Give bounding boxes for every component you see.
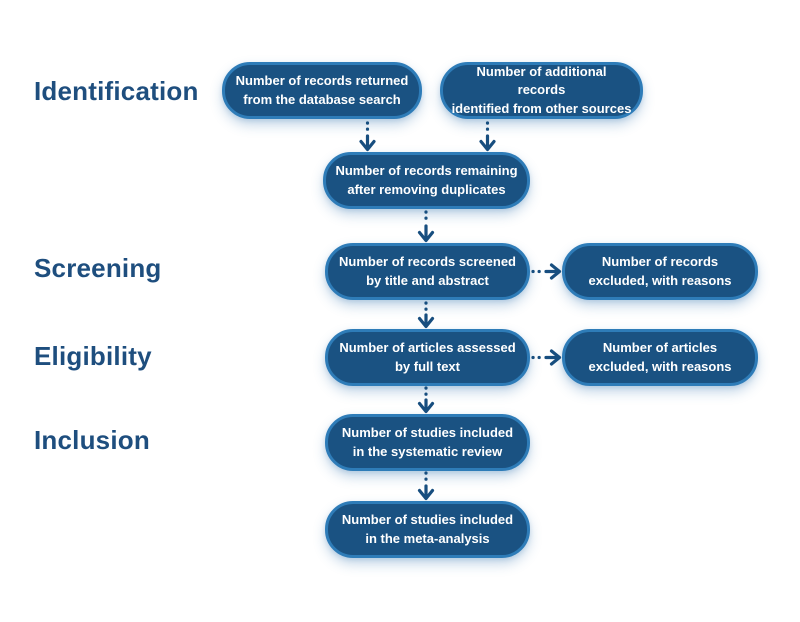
node-records-returned: Number of records returned from the data… (222, 62, 422, 119)
node-articles-assessed: Number of articles assessed by full text (325, 329, 530, 386)
node-studies-meta-analysis-text: Number of studies included in the meta-a… (341, 512, 514, 546)
arrow-articles-assessed-to-articles-excluded (531, 349, 562, 366)
arrow-studies-systematic-review-to-studies-meta-analysis (417, 471, 435, 501)
node-studies-systematic-review: Number of studies included in the system… (325, 414, 530, 471)
arrow-additional-records-to-remaining-duplicates (479, 121, 496, 152)
arrow-records-returned-to-remaining-duplicates (359, 121, 376, 152)
stage-label-inclusion: Inclusion (34, 425, 150, 455)
node-records-returned-text: Number of records returned from the data… (235, 73, 409, 107)
node-records-excluded: Number of records excluded, with reasons (562, 243, 758, 300)
node-studies-systematic-review-text: Number of studies included in the system… (341, 425, 514, 459)
arrow-records-screened-to-articles-assessed (417, 301, 435, 329)
arrow-records-screened-to-records-excluded (531, 263, 562, 280)
node-additional-records: Number of additional records identified … (440, 62, 643, 119)
node-remaining-duplicates: Number of records remaining after removi… (323, 152, 530, 209)
arrow-remaining-duplicates-to-records-screened (417, 210, 435, 243)
stage-label-eligibility: Eligibility (34, 341, 152, 371)
node-records-screened-text: Number of records screened by title and … (338, 254, 516, 288)
node-records-screened: Number of records screened by title and … (325, 243, 530, 300)
node-studies-meta-analysis: Number of studies included in the meta-a… (325, 501, 530, 558)
node-records-excluded-text: Number of records excluded, with reasons (588, 254, 732, 288)
arrow-articles-assessed-to-studies-systematic-review (417, 386, 435, 414)
stage-label-identification: Identification (34, 76, 199, 106)
node-articles-excluded-text: Number of articles excluded, with reason… (588, 340, 732, 374)
node-articles-excluded: Number of articles excluded, with reason… (562, 329, 758, 386)
node-additional-records-text: Number of additional records identified … (451, 64, 632, 116)
node-remaining-duplicates-text: Number of records remaining after removi… (335, 163, 518, 197)
node-articles-assessed-text: Number of articles assessed by full text (339, 340, 516, 374)
stage-label-screening: Screening (34, 253, 162, 283)
